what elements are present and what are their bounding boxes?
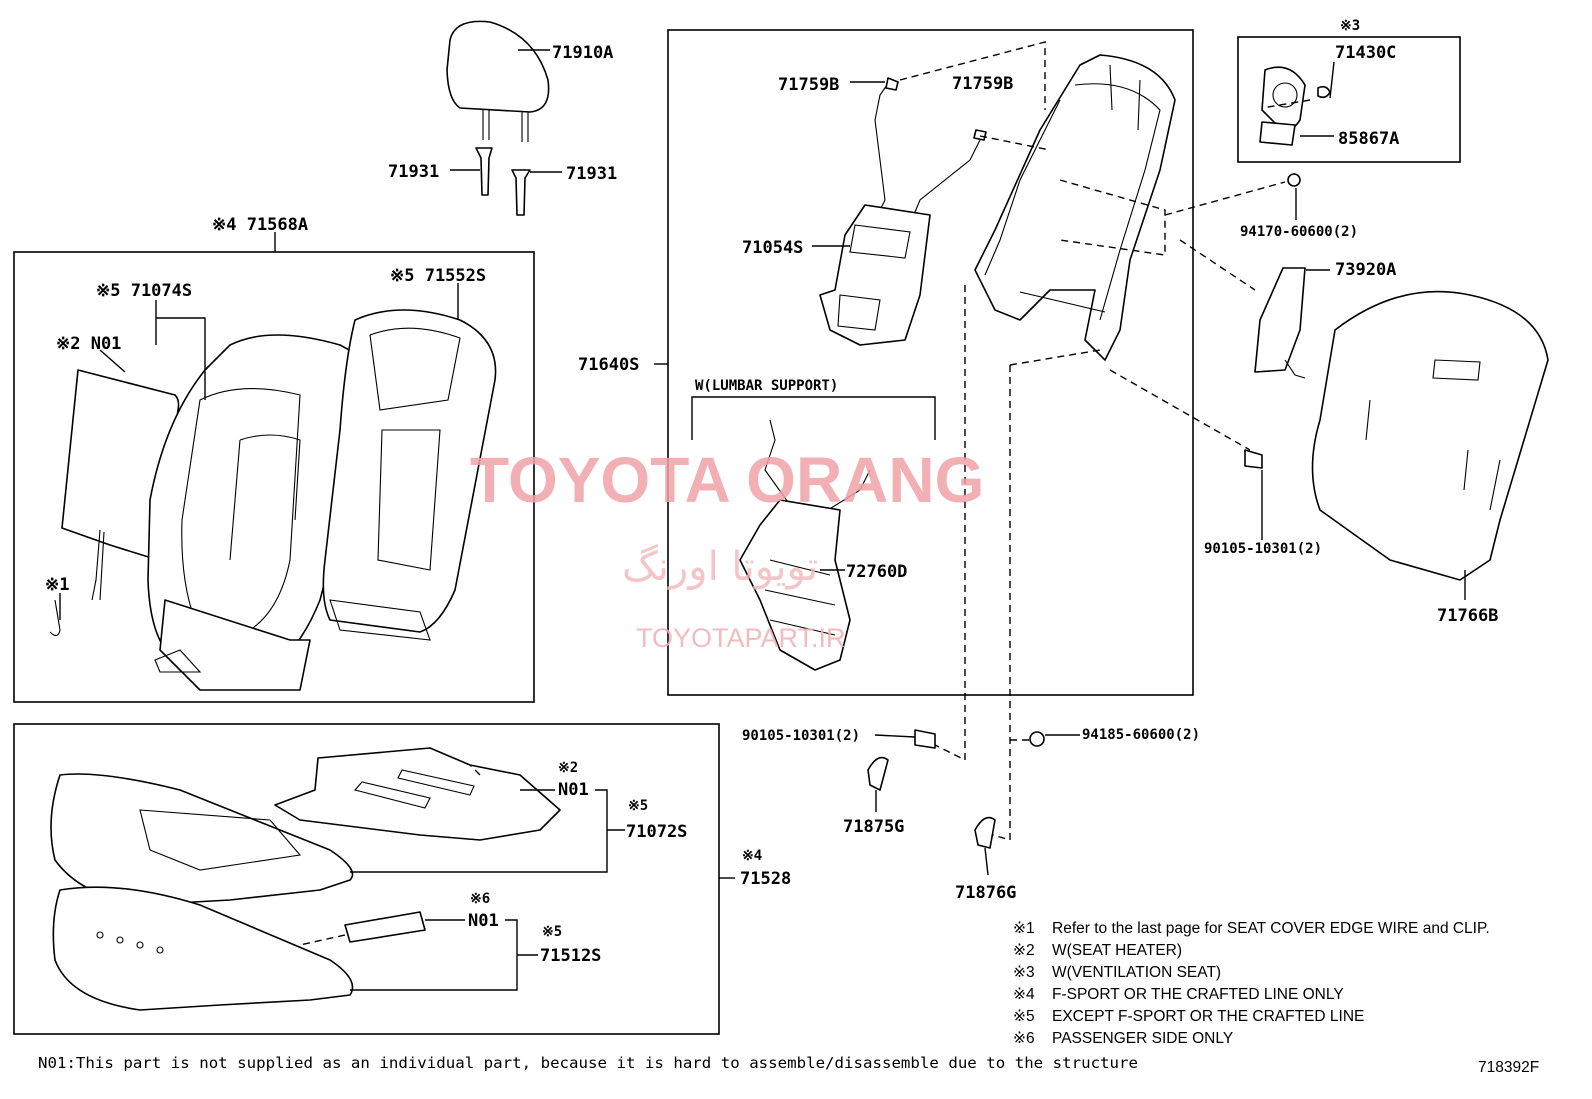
ventilation-group-box <box>1237 36 1461 163</box>
label-mark-n01-pass: ※6 <box>470 891 490 907</box>
label-71528: 71528 <box>740 869 791 889</box>
label-N01-cushion: N01 <box>558 780 589 800</box>
label-N01-back: ※2 N01 <box>56 334 121 354</box>
seatback-cover-alt-drawing <box>322 309 497 641</box>
label-mark-note3: ※3 <box>1340 18 1360 34</box>
label-71552S: ※5 71552S <box>390 266 486 286</box>
label-71759B-left: 71759B <box>778 75 839 95</box>
notes-legend: ※1 Refer to the last page for SEAT COVER… <box>1013 920 1490 1047</box>
seatback-frame-drawing <box>974 54 1176 361</box>
seatback-frame-group-box <box>667 29 1194 696</box>
label-lumbar-group: W(LUMBAR SUPPORT) <box>695 378 838 394</box>
note-1-mark: ※1 <box>1013 920 1035 937</box>
seatback-cover-drawing <box>147 334 374 691</box>
label-71072S: 71072S <box>626 822 687 842</box>
frame-71054s-drawing <box>819 77 987 346</box>
note-4-mark: ※4 <box>1013 986 1035 1003</box>
watermark-brand-fa: تویوتا اورنگ <box>622 544 818 590</box>
label-mark-71072S: ※5 <box>628 798 648 814</box>
watermark-url: TOYOTAPART.IR <box>636 623 846 653</box>
relation-dashed-lines <box>299 41 1311 946</box>
lumbar-support-drawing <box>739 419 871 671</box>
note-2-text: W(SEAT HEATER) <box>1052 942 1182 959</box>
note-3-mark: ※3 <box>1013 964 1035 981</box>
cushion-pad-drawing <box>52 886 426 1011</box>
label-71568A: ※4 71568A <box>212 215 308 235</box>
label-mark-note1: ※1 <box>45 575 69 595</box>
label-71074S: ※5 71074S <box>96 281 192 301</box>
fasteners-drawing <box>867 449 1263 849</box>
note-5-mark: ※5 <box>1013 1008 1035 1025</box>
side-airbag-drawing <box>1254 173 1306 379</box>
diagram-code: 718392F <box>1478 1059 1539 1076</box>
label-N01-passenger: N01 <box>468 911 499 931</box>
leader-lines <box>59 49 1466 991</box>
cushion-heater-sheet-drawing <box>274 747 561 841</box>
label-73920A: 73920A <box>1335 260 1396 280</box>
label-71430C: 71430C <box>1335 43 1396 63</box>
label-71876G: 71876G <box>955 883 1016 903</box>
label-71759B-right: 71759B <box>952 74 1013 94</box>
note-6-text: PASSENGER SIDE ONLY <box>1052 1030 1233 1047</box>
ventilation-fan-drawing <box>1259 66 1331 146</box>
note-4-text: F-SPORT OR THE CRAFTED LINE ONLY <box>1052 986 1344 1003</box>
cushion-cover-drawing <box>50 773 354 906</box>
part-labels: 71910A 71931 71931 ※4 71568A ※5 71074S ※… <box>45 18 1498 966</box>
back-board-drawing <box>1311 290 1549 581</box>
label-71931-left: 71931 <box>388 162 439 182</box>
label-71766B: 71766B <box>1437 606 1498 626</box>
label-mark-cushion-n01: ※2 <box>558 760 578 776</box>
label-72760D: 72760D <box>846 562 907 582</box>
label-85867A: 85867A <box>1338 129 1399 149</box>
seatback-cover-group-box <box>13 251 535 703</box>
label-mark-71512S: ※5 <box>542 924 562 940</box>
note-6-mark: ※6 <box>1013 1030 1035 1047</box>
label-94185: 94185-60600(2) <box>1082 727 1200 743</box>
note-3-text: W(VENTILATION SEAT) <box>1052 964 1221 981</box>
label-71512S: 71512S <box>540 946 601 966</box>
label-90105-bottom: 90105-10301(2) <box>742 728 860 744</box>
footer-n01-note: N01:This part is not supplied as an indi… <box>38 1054 1138 1072</box>
label-71910A: 71910A <box>552 43 613 63</box>
label-71054S: 71054S <box>742 238 803 258</box>
note-1-text: Refer to the last page for SEAT COVER ED… <box>1052 920 1490 937</box>
note-2-mark: ※2 <box>1013 942 1035 959</box>
headrest-drawing <box>446 20 550 216</box>
label-71640S: 71640S <box>578 355 639 375</box>
label-71875G: 71875G <box>843 817 904 837</box>
label-90105-right: 90105-10301(2) <box>1204 541 1322 557</box>
label-71931-right: 71931 <box>566 164 617 184</box>
label-mark-71528: ※4 <box>742 848 762 864</box>
cushion-group-box <box>13 723 720 1035</box>
watermark-brand: TOYOTA ORANG <box>470 444 984 516</box>
label-94170: 94170-60600(2) <box>1240 224 1358 240</box>
watermark: TOYOTA ORANG تویوتا اورنگ TOYOTAPART.IR <box>470 444 984 653</box>
note-5-text: EXCEPT F-SPORT OR THE CRAFTED LINE <box>1052 1008 1364 1025</box>
